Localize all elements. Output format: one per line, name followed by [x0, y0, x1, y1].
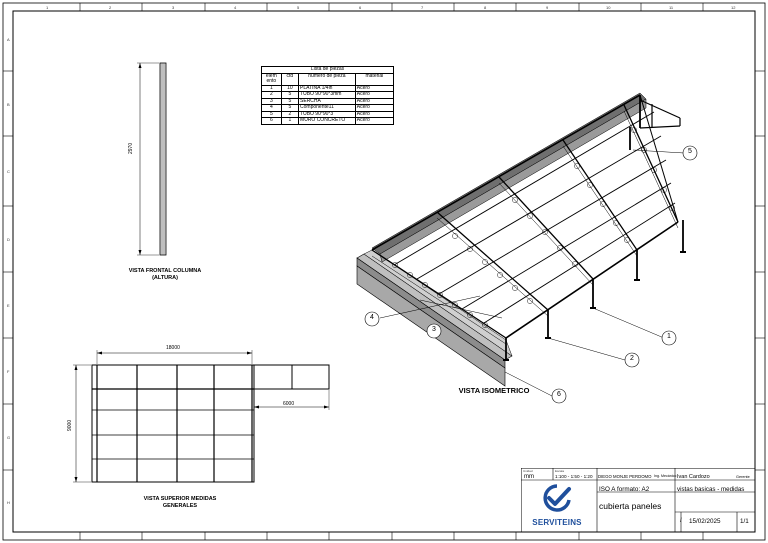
front-view-label: VISTA FRONTAL COLUMNA (ALTURA) [110, 268, 220, 281]
tb-designer: DIEGO MONJE PERDOMO [598, 474, 652, 479]
zone-col-10: 10 [606, 5, 611, 10]
iso-columns [505, 95, 684, 360]
zone-row-b: B [7, 102, 10, 107]
zone-row-f: F [7, 369, 10, 374]
parts-header-qty: ctd [280, 72, 300, 86]
top-view-extension-dimension: 6000 [283, 401, 295, 407]
tb-format: formato: A2 [617, 486, 650, 493]
zone-col-1: 1 [46, 5, 49, 10]
parts-row: 4 5 Componente11 Acero [261, 104, 395, 112]
parts-header-material: material [354, 72, 395, 86]
parts-cell: 5 [280, 97, 300, 105]
tb-standard: ISO A [599, 486, 616, 493]
parts-list-table: Lista de piezas elem ento ctd número de … [261, 66, 395, 125]
company-logo-icon [543, 484, 571, 512]
balloon-3: 3 [432, 326, 436, 333]
tb-scale-caption: Escala [555, 469, 565, 473]
parts-cell: Acero [354, 91, 395, 99]
zone-row-e: E [7, 303, 10, 308]
tb-sheet: 1/1 [740, 518, 749, 525]
parts-cell: Acero [354, 97, 395, 105]
parts-header-part-number: número de pieza [298, 72, 356, 86]
parts-row: 6 1 MURO CONCRETO Acero [261, 117, 395, 125]
parts-row: 3 5 SERCHA Acero [261, 97, 395, 105]
tb-title: cubierta paneles [599, 501, 662, 511]
zone-ticks [3, 3, 765, 540]
balloon-5: 5 [688, 148, 692, 155]
zone-col-3: 3 [172, 5, 175, 10]
zone-col-5: 5 [297, 5, 300, 10]
parts-row: 1 10 PLATINA 1/4in Acero [261, 84, 395, 92]
parts-row: 2 5 TUBO 90*90*3mm Acero [261, 91, 395, 99]
purlins [393, 111, 676, 324]
front-view-label-line1: VISTA FRONTAL COLUMNA [128, 268, 202, 274]
zone-col-7: 7 [421, 5, 424, 10]
inner-frame [12, 10, 756, 533]
leader-lines [379, 149, 685, 397]
parts-header-element: elem ento [261, 72, 282, 86]
isometric-view [356, 92, 686, 397]
parts-cell: 1 [280, 117, 300, 125]
tb-scale: 1:100 - 1:50 - 1:20 [555, 474, 593, 479]
parts-cell: MURO CONCRETO [298, 117, 356, 125]
top-view-label-line1: VISTA SUPERIOR MEDIDAS [143, 496, 217, 502]
front-view-column [137, 62, 167, 256]
isometric-view-label: VISTA ISOMETRICO [458, 386, 530, 395]
top-view-label: VISTA SUPERIOR MEDIDAS GENERALES [120, 496, 240, 509]
tb-designer-role: Ing. Mecánico [654, 474, 677, 478]
parts-cell: 2 [280, 110, 300, 118]
company-name: SERVITEINS [532, 518, 582, 527]
tb-units: mm [524, 474, 534, 480]
zone-col-11: 11 [669, 5, 674, 10]
top-view-depth-dimension: 9000 [67, 419, 73, 431]
zone-row-a: A [7, 37, 10, 42]
tb-units-caption: Unidad [523, 469, 533, 473]
zone-col-12: 12 [731, 5, 736, 10]
zone-col-9: 9 [546, 5, 549, 10]
zone-row-h: H [7, 500, 10, 505]
zone-col-4: 4 [234, 5, 237, 10]
truss-rings [392, 127, 675, 328]
top-view-plan [73, 350, 330, 483]
zone-row-d: D [7, 237, 10, 242]
zone-col-8: 8 [484, 5, 487, 10]
parts-cell: 6 [261, 117, 282, 125]
parts-cell: 10 [280, 84, 300, 92]
balloon-4: 4 [370, 314, 374, 321]
tb-date: 15/02/2025 [689, 518, 721, 525]
parts-cell: Acero [354, 117, 395, 125]
top-view-width-dimension: 18000 [166, 345, 180, 351]
iso-extension [639, 99, 681, 129]
top-view-label-line2: GENERALES [162, 502, 198, 509]
tb-revision: / [680, 518, 682, 524]
top-view-arrows [74, 351, 329, 482]
parts-row: 5 2 TUBO 90*90*3 Acero [261, 110, 395, 118]
tb-approver-role: Gerente [736, 475, 750, 479]
tb-subtitle: vistas basicas - medidas [677, 486, 745, 493]
parts-cell: Acero [354, 110, 395, 118]
front-view-label-line2: (ALTURA) [152, 274, 178, 281]
zone-row-g: G [7, 435, 11, 440]
parts-cell: Acero [354, 84, 395, 92]
parts-cell: 5 [280, 91, 300, 99]
parts-cell: 5 [280, 104, 300, 112]
balloon-1: 1 [667, 333, 671, 340]
tb-approver: Ivan Cardozo [677, 474, 710, 480]
balloon-2: 2 [630, 355, 634, 362]
column-height-dimension: 2970 [128, 142, 134, 154]
zone-col-2: 2 [109, 5, 112, 10]
parts-cell: Acero [354, 104, 395, 112]
zone-col-6: 6 [359, 5, 362, 10]
balloon-6: 6 [557, 391, 561, 398]
truss-lattice [371, 110, 679, 345]
zone-row-c: C [7, 169, 10, 174]
